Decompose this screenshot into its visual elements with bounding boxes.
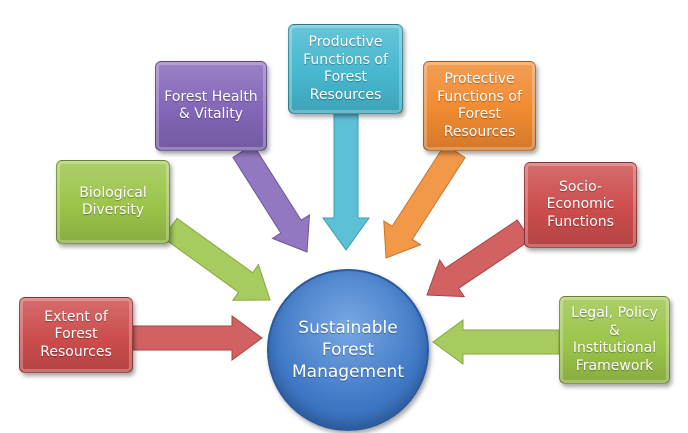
node-legal-label: Legal, Policy & Institutional Framework (571, 305, 658, 374)
node-extent-label: Extent of Forest Resources (40, 308, 112, 360)
node-productive-label: Productive Functions of Forest Resources (303, 34, 388, 103)
arrow-extent (132, 315, 263, 361)
node-biodiversity: Biological Diversity (56, 160, 170, 244)
node-legal: Legal, Policy & Institutional Framework (559, 296, 670, 384)
node-protective-label: Protective Functions of Forest Resources (437, 71, 522, 140)
arrow-biodiversity-shape (162, 217, 271, 301)
arrow-protective-shape (383, 143, 466, 259)
arrow-legal-shape (432, 319, 560, 365)
arrow-legal (432, 319, 560, 365)
node-socio: Socio-Economic Functions (524, 162, 637, 248)
arrow-protective (383, 143, 466, 259)
arrow-health (232, 143, 311, 253)
arrow-socio-shape (426, 219, 532, 298)
node-biodiversity-label: Biological Diversity (79, 184, 147, 219)
arrow-socio (426, 219, 532, 298)
node-productive: Productive Functions of Forest Resources (288, 24, 403, 114)
arrow-extent-shape (132, 315, 263, 361)
node-health-label: Forest Health & Vitality (164, 88, 258, 123)
arrow-productive (322, 113, 370, 251)
arrow-health-shape (232, 143, 311, 253)
node-health: Forest Health & Vitality (155, 61, 267, 151)
node-socio-label: Socio-Economic Functions (546, 178, 615, 230)
center-node-label: Sustainable Forest Management (292, 317, 404, 383)
arrow-biodiversity (162, 217, 271, 301)
node-extent: Extent of Forest Resources (19, 297, 133, 373)
center-node: Sustainable Forest Management (267, 269, 429, 431)
arrow-productive-shape (322, 113, 370, 251)
node-protective: Protective Functions of Forest Resources (423, 61, 536, 151)
